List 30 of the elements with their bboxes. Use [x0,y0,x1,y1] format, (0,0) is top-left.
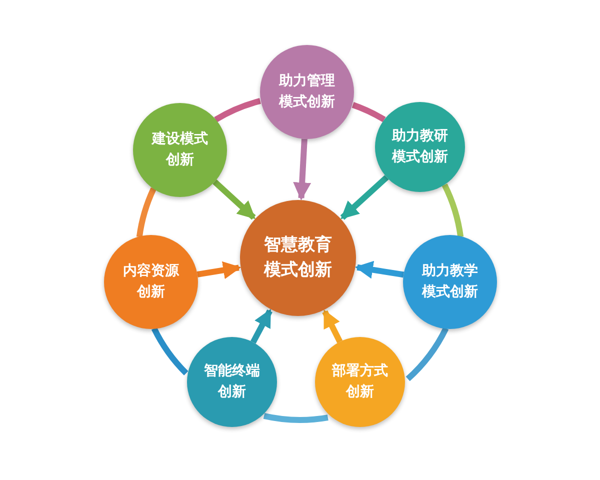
node-label: 部署方式创新 [330,362,389,402]
node-label: 智慧教育模式创新 [262,234,333,282]
circle-node [104,235,198,329]
arrow [212,180,256,220]
ring-segment [352,102,386,122]
ring-segment [214,98,262,122]
arrow [250,308,272,344]
circle-node [315,337,405,427]
arrow [293,138,312,200]
ring-segment [151,327,188,376]
circle-node [260,45,354,139]
node-label: 智能终端创新 [203,362,261,402]
arrow [340,175,389,220]
arrow [196,261,242,280]
ring-segment [442,184,464,238]
circle-node [133,103,227,197]
circle-node [187,337,277,427]
arrow [354,260,404,279]
ring-segment [264,413,328,423]
node-label: 建设模式创新 [150,130,209,170]
node-label: 助力管理模式创新 [278,72,336,112]
node-label: 助力教学模式创新 [420,262,479,302]
node-label: 内容资源创新 [122,262,180,302]
circle-node [403,235,497,329]
circle-node [375,102,465,192]
ring-segment [136,187,156,238]
node-label: 助力教研模式创新 [390,127,449,167]
ring-segment [406,326,449,382]
circle-node [240,200,356,316]
arrow [322,310,343,344]
